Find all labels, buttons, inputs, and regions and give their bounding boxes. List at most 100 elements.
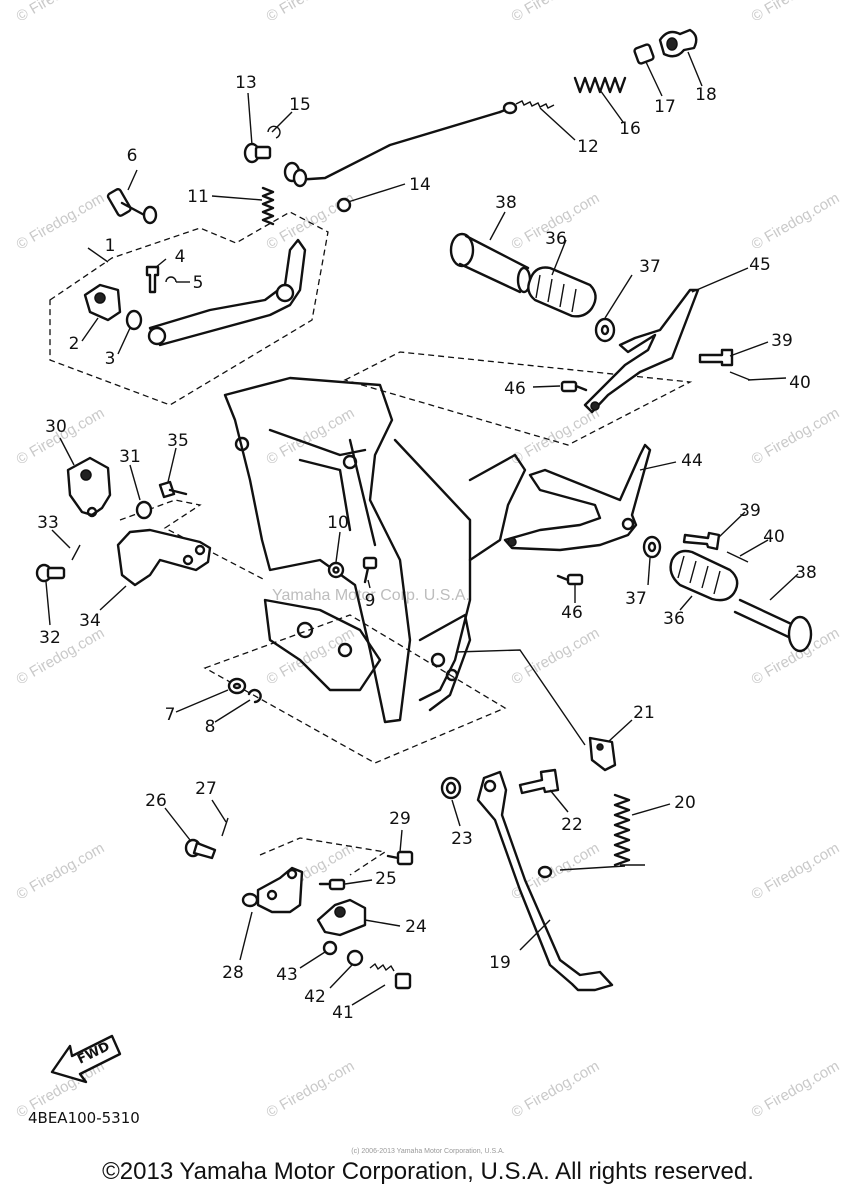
spring-hook-21 — [588, 736, 617, 772]
rod-joint — [283, 161, 308, 188]
callout-35: 35 — [167, 431, 189, 451]
callout-20: 20 — [674, 793, 696, 813]
rear-footrest-outline — [343, 351, 693, 446]
fine-print: (c) 2006-2013 Yamaha Motor Corporation, … — [351, 1148, 505, 1155]
washer-7 — [227, 677, 247, 695]
bolt-35 — [158, 480, 188, 499]
callout-17: 17 — [654, 97, 676, 117]
callout-24: 24 — [405, 917, 427, 937]
circlip-8 — [247, 688, 262, 704]
callout-19: 19 — [489, 953, 511, 973]
callout-6: 6 — [127, 146, 138, 166]
adjusting-nut-18 — [658, 28, 698, 58]
spring-20 — [613, 793, 645, 867]
svg-text:© Firedog.com: © Firedog.com — [264, 0, 358, 25]
washer-37-lower — [642, 535, 662, 559]
bolt-22 — [518, 768, 560, 795]
callout-9: 9 — [365, 591, 376, 611]
washer-28 — [241, 892, 259, 908]
brake-pedal — [147, 238, 307, 347]
spring-36-lower — [669, 549, 739, 602]
callout-46-upper: 46 — [504, 379, 526, 399]
footrest-pin-38-upper — [449, 232, 532, 294]
callout-37-lower: 37 — [625, 589, 647, 609]
shift-pedal-cover-30 — [66, 456, 112, 518]
pin-13 — [243, 142, 272, 164]
washer-37-upper — [594, 317, 616, 343]
cotter-pin-40-upper — [729, 371, 751, 381]
callout-13: 13 — [235, 73, 257, 93]
callout-labels: 1 2 3 4 5 6 7 8 9 10 11 12 13 14 15 16 1… — [37, 73, 817, 1023]
callout-21: 21 — [633, 703, 655, 723]
bolt-46-upper — [560, 380, 588, 393]
svg-text:© Firedog.com: © Firedog.com — [14, 0, 108, 25]
frame — [223, 376, 527, 724]
svg-text:© Firedog.com: © Firedog.com — [14, 189, 108, 253]
callout-44: 44 — [681, 451, 703, 471]
bolt-25 — [318, 878, 346, 891]
bolt-39-lower — [682, 531, 721, 551]
bolt-9 — [362, 556, 378, 584]
leader-lines — [45, 51, 799, 1006]
sidestand-19 — [476, 770, 614, 992]
pin-32 — [35, 563, 66, 583]
callout-41: 41 — [332, 1003, 354, 1023]
callout-42: 42 — [304, 987, 326, 1007]
washer-42 — [346, 949, 364, 967]
callout-12: 12 — [577, 137, 599, 157]
cotter-pin-5 — [165, 276, 177, 283]
bolt-39-upper — [698, 348, 734, 367]
callout-18: 18 — [695, 85, 717, 105]
footrest-pin-38-lower — [733, 598, 813, 653]
washer-14 — [336, 197, 352, 213]
pin-26 — [184, 838, 217, 860]
callout-28: 28 — [222, 963, 244, 983]
svg-text:© Firedog.com: © Firedog.com — [749, 1057, 843, 1121]
svg-text:© Firedog.com: © Firedog.com — [264, 404, 358, 468]
callout-46-lower: 46 — [561, 603, 583, 623]
shift-pedal-34 — [116, 528, 212, 587]
spring-3 — [125, 309, 143, 331]
callout-16: 16 — [619, 119, 641, 139]
callout-31: 31 — [119, 447, 141, 467]
diagram-code: 4BEA100-5310 — [28, 1109, 140, 1127]
cotter-pin-15 — [267, 125, 281, 139]
frame-lower-outline — [203, 614, 507, 764]
brake-pedal-assembly-outline — [49, 211, 329, 406]
callout-38-upper: 38 — [495, 193, 517, 213]
bolt-41 — [369, 962, 412, 990]
collar-23 — [440, 776, 462, 800]
spring-16 — [573, 76, 627, 94]
callout-43: 43 — [276, 965, 298, 985]
callout-37-upper: 37 — [639, 257, 661, 277]
cotter-pin-40-lower — [726, 551, 749, 563]
svg-text:© Firedog.com: © Firedog.com — [749, 0, 843, 25]
callout-25: 25 — [375, 869, 397, 889]
cotter-pin-27 — [221, 817, 229, 837]
spring-36-upper — [527, 266, 597, 318]
stand-pin — [537, 865, 553, 879]
bracket-24 — [316, 898, 367, 937]
callout-33: 33 — [37, 513, 59, 533]
footrest-bracket-outline — [259, 837, 387, 876]
svg-text:© Firedog.com: © Firedog.com — [749, 189, 843, 253]
bolt-6 — [106, 188, 158, 225]
callout-8: 8 — [205, 717, 216, 737]
nut-10 — [327, 561, 345, 579]
spring-31 — [135, 500, 153, 520]
callout-5: 5 — [193, 273, 204, 293]
callout-39-upper: 39 — [771, 331, 793, 351]
callout-1: 1 — [105, 236, 116, 256]
copyright-footer: ©2013 Yamaha Motor Corporation, U.S.A. A… — [102, 1158, 754, 1185]
bolt-46-lower — [556, 573, 584, 586]
callout-39-lower: 39 — [739, 501, 761, 521]
nut-17 — [633, 43, 655, 65]
brake-pedal-bracket-2 — [83, 283, 122, 322]
callout-38-lower: 38 — [795, 563, 817, 583]
callout-40-upper: 40 — [789, 373, 811, 393]
callout-32: 32 — [39, 628, 61, 648]
callout-10: 10 — [327, 513, 349, 533]
callout-29: 29 — [389, 809, 411, 829]
